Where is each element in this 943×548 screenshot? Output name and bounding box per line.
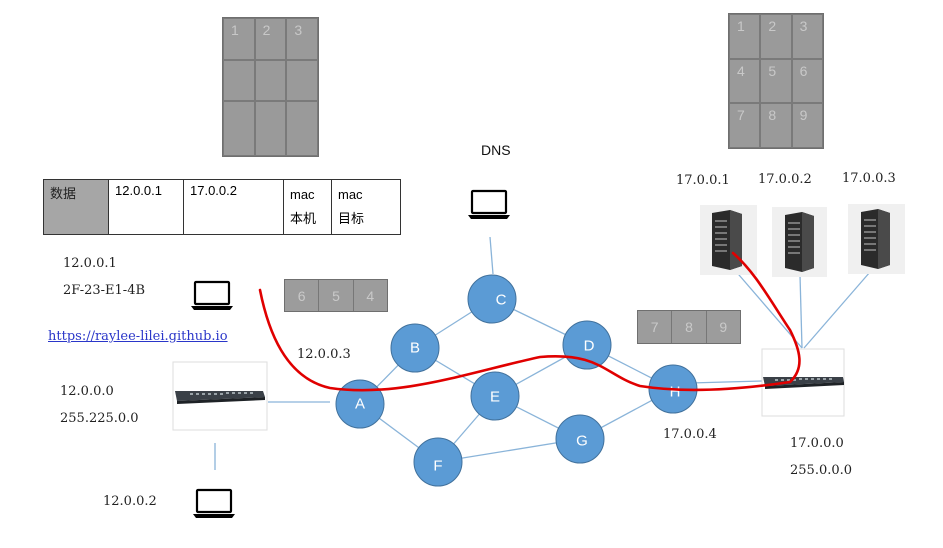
matrix-cell: 7: [729, 103, 761, 148]
header-data-cell: 数据: [43, 179, 109, 235]
edge-dns-c: [489, 236, 494, 275]
matrix-cell: [223, 101, 255, 156]
bottom-laptop-icon: [193, 488, 235, 518]
header-dst-ip-cell: 17.0.0.2: [183, 179, 284, 235]
node-f[interactable]: F: [413, 437, 463, 487]
packet-left: 6 5 4: [284, 279, 388, 312]
matrix-cell: 2: [254, 18, 287, 60]
matrix-cell: 1: [223, 18, 255, 60]
packet-header-table: 数据 12.0.0.1 17.0.0.2 mac 本机 mac 目标: [43, 179, 401, 235]
right-switch-ip-label: 17.0.0.0: [790, 436, 844, 451]
matrix-cell: 4: [729, 58, 761, 104]
laptop-icon: [191, 280, 233, 310]
matrix-cell: 6: [791, 58, 823, 104]
header-mac-target-cell: mac 目标: [331, 179, 401, 235]
node-c[interactable]: C: [467, 274, 517, 324]
matrix-cell: 1: [729, 14, 761, 59]
node-g-label: G: [576, 433, 588, 450]
left-switch-ip-label: 12.0.0.0: [60, 384, 114, 399]
host-ip-label: 12.0.0.1: [63, 256, 117, 271]
server-2-ip-label: 17.0.0.2: [758, 172, 812, 187]
node-a[interactable]: A: [335, 379, 385, 429]
node-h-label: H: [670, 384, 681, 401]
header-src-ip-cell: 12.0.0.1: [108, 179, 184, 235]
matrix-cell: 8: [760, 103, 792, 148]
node-f-label: F: [433, 458, 442, 475]
nodes: A B C D E F G H: [335, 274, 698, 487]
top-left-data-matrix: 1 2 3: [222, 17, 319, 157]
edge-h-switch: [689, 380, 763, 384]
matrix-cell: [286, 101, 318, 156]
server-3-ip-label: 17.0.0.3: [842, 171, 896, 186]
node-b[interactable]: B: [390, 323, 440, 373]
packet-cell: 9: [706, 311, 740, 343]
packet-cell: 4: [353, 280, 387, 311]
blog-link[interactable]: https://raylee-lilei.github.io: [48, 329, 228, 344]
right-switch-mask-label: 255.0.0.0: [790, 463, 853, 478]
matrix-cell: 2: [760, 14, 792, 59]
route-path: [258, 251, 801, 392]
server-icon-1: [700, 205, 757, 275]
matrix-cell: [223, 60, 255, 101]
host-mac-label: 2F-23-E1-4B: [63, 283, 146, 298]
packet-cell: 7: [638, 311, 673, 343]
node-a-label: A: [355, 396, 365, 413]
server-icon-2: [772, 207, 827, 277]
dns-label: DNS: [481, 142, 511, 158]
node-e-label: E: [490, 389, 500, 406]
dns-laptop-icon: [468, 189, 510, 219]
server-1-ip-label: 17.0.0.1: [676, 173, 730, 188]
mac-label: mac: [290, 187, 315, 202]
edge-switch-server1: [732, 267, 803, 349]
matrix-cell: 5: [760, 58, 792, 104]
packet-cell: 5: [319, 280, 354, 311]
matrix-cell: 3: [286, 18, 318, 60]
matrix-cell: [286, 60, 318, 101]
bottom-host-ip-label: 12.0.0.2: [103, 494, 157, 509]
node-d-label: D: [584, 338, 595, 355]
mac-label: mac: [338, 187, 363, 202]
left-switch-mask-label: 255.225.0.0: [60, 411, 139, 426]
server-icon-3: [848, 204, 905, 274]
matrix-cell: [254, 101, 287, 156]
header-mac-local-cell: mac 本机: [283, 179, 332, 235]
mac-local-label: 本机: [290, 211, 317, 226]
right-switch-icon: [761, 348, 845, 417]
edge-switch-server3: [803, 271, 871, 349]
node-g[interactable]: G: [555, 414, 605, 464]
edge-switch-server2: [799, 274, 803, 349]
mac-target-label: 目标: [338, 211, 365, 226]
node-b-label: B: [410, 340, 420, 357]
matrix-cell: 3: [791, 14, 823, 59]
packet-right: 7 8 9: [637, 310, 741, 344]
node-e[interactable]: E: [470, 371, 520, 421]
packet-cell: 6: [285, 280, 320, 311]
packet-cell: 8: [672, 311, 707, 343]
matrix-cell: 9: [791, 103, 823, 148]
node-c-label: C: [496, 292, 507, 309]
top-right-data-matrix: 1 2 3 4 5 6 7 8 9: [728, 13, 824, 149]
matrix-cell: [254, 60, 287, 101]
node-h-ip-label: 17.0.0.4: [663, 427, 717, 442]
node-a-ip-label: 12.0.0.3: [297, 347, 351, 362]
left-switch-icon: [172, 361, 268, 431]
